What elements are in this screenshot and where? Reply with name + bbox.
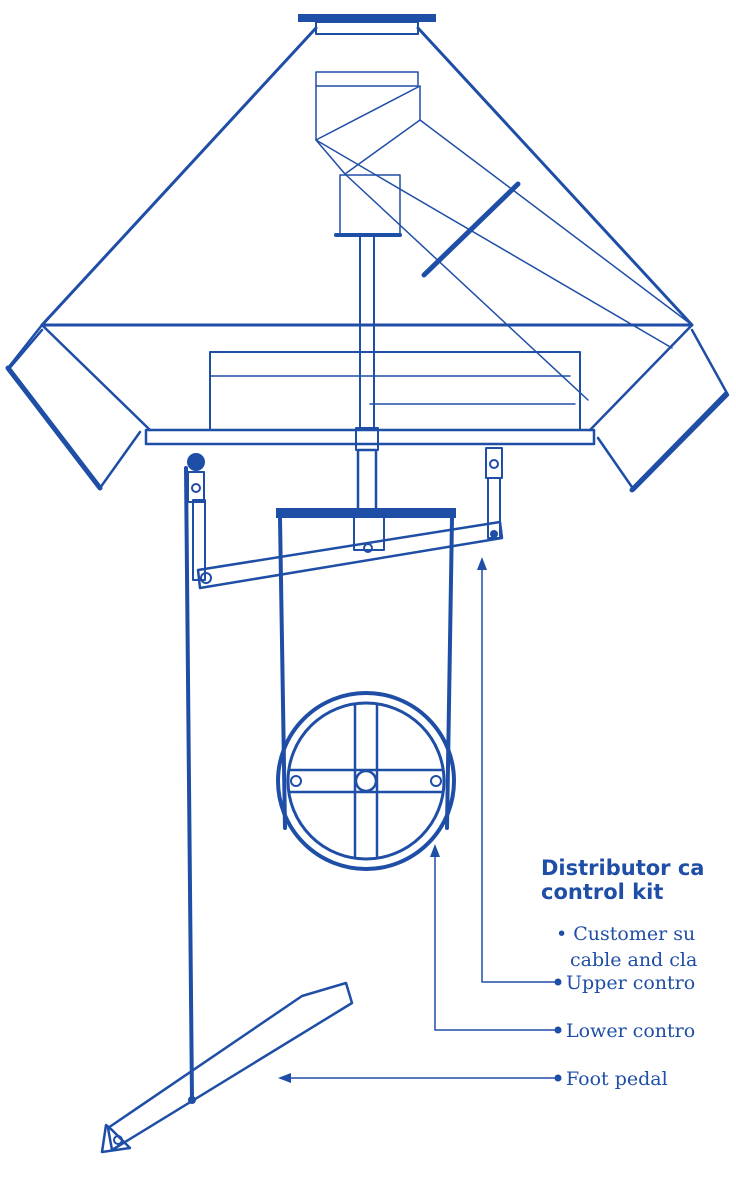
- callout-cable-line1: • Customer su: [556, 923, 695, 945]
- diagram-title-line2: control kit: [541, 880, 663, 904]
- lower-control-leader: [434, 851, 559, 1031]
- inlet-collar: [315, 21, 419, 35]
- callout-upper-control: Upper contro: [566, 972, 695, 994]
- cable-assembly: [276, 508, 456, 871]
- pull-rod: [184, 466, 194, 1102]
- distributor-base-rim: [144, 428, 596, 446]
- diagram-title-line1: Distributor ca: [541, 856, 704, 880]
- foot-pedal: [106, 981, 354, 1152]
- left-pivot-ball: [187, 453, 205, 471]
- internal-spout: [315, 71, 693, 401]
- distributor-drum: [209, 351, 581, 431]
- callout-foot-pedal: Foot pedal: [566, 1068, 668, 1090]
- upper-cable-pulley: [276, 508, 456, 518]
- control-lever: [196, 520, 504, 590]
- distributor-cone: [40, 26, 694, 327]
- lower-control-wheel: [276, 691, 456, 871]
- upper-control-leader: [481, 564, 559, 983]
- inlet-flange: [298, 14, 436, 22]
- distributor-head: [5, 14, 730, 493]
- spout-flange: [421, 181, 521, 278]
- right-outlet: [596, 328, 730, 493]
- left-outlet: [5, 323, 142, 491]
- leader-lines: [278, 557, 562, 1083]
- callout-lower-control: Lower contro: [566, 1020, 695, 1042]
- central-shaft: [359, 234, 375, 431]
- foot-pedal-assembly: [100, 466, 354, 1154]
- callout-cable-line2: cable and cla: [570, 949, 697, 971]
